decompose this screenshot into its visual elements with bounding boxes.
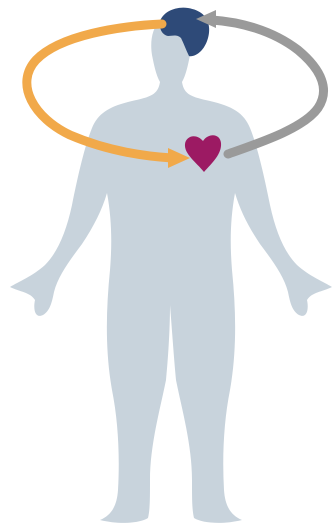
human-silhouette	[10, 10, 332, 523]
